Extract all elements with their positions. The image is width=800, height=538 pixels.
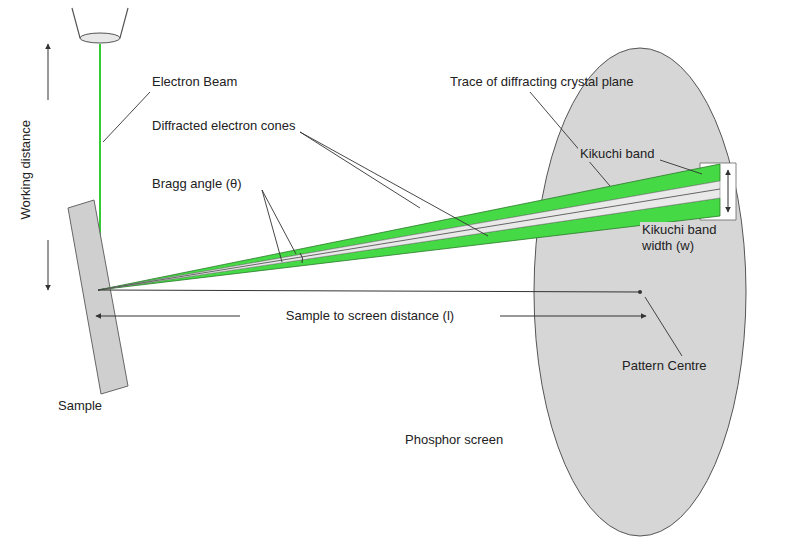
crystal-plane-trace xyxy=(98,181,720,290)
dimension-label: Working distance xyxy=(18,120,34,219)
width-arrow xyxy=(728,170,729,212)
trace-line xyxy=(98,189,720,290)
sample-label: Sample xyxy=(58,398,102,414)
pattern-centre-dot xyxy=(638,290,642,294)
diffracted-cone xyxy=(98,164,720,290)
angle-arc xyxy=(300,253,303,263)
screen-label: Phosphor screen xyxy=(405,432,503,448)
angle-label: Bragg angle (θ) xyxy=(152,176,242,192)
band-width-label: Kikuchi band width (w) xyxy=(640,222,728,253)
dimension-arrow xyxy=(500,316,646,317)
dimension-arrow xyxy=(48,44,49,100)
electron-gun xyxy=(72,8,128,43)
dimension-label: Sample to screen distance (l) xyxy=(284,308,456,324)
trace-label: Trace of diffracting crystal plane xyxy=(450,74,634,90)
centre-line xyxy=(98,290,640,292)
beam-label: Electron Beam xyxy=(152,74,237,90)
band-label: Kikuchi band xyxy=(578,146,656,162)
leader-lines xyxy=(103,92,702,356)
dimension-arrow xyxy=(96,316,240,317)
centre-label: Pattern Centre xyxy=(620,358,709,374)
cone-label: Diffracted electron cones xyxy=(152,118,296,134)
sample-slab xyxy=(68,200,128,394)
dimension-arrow xyxy=(48,240,49,290)
